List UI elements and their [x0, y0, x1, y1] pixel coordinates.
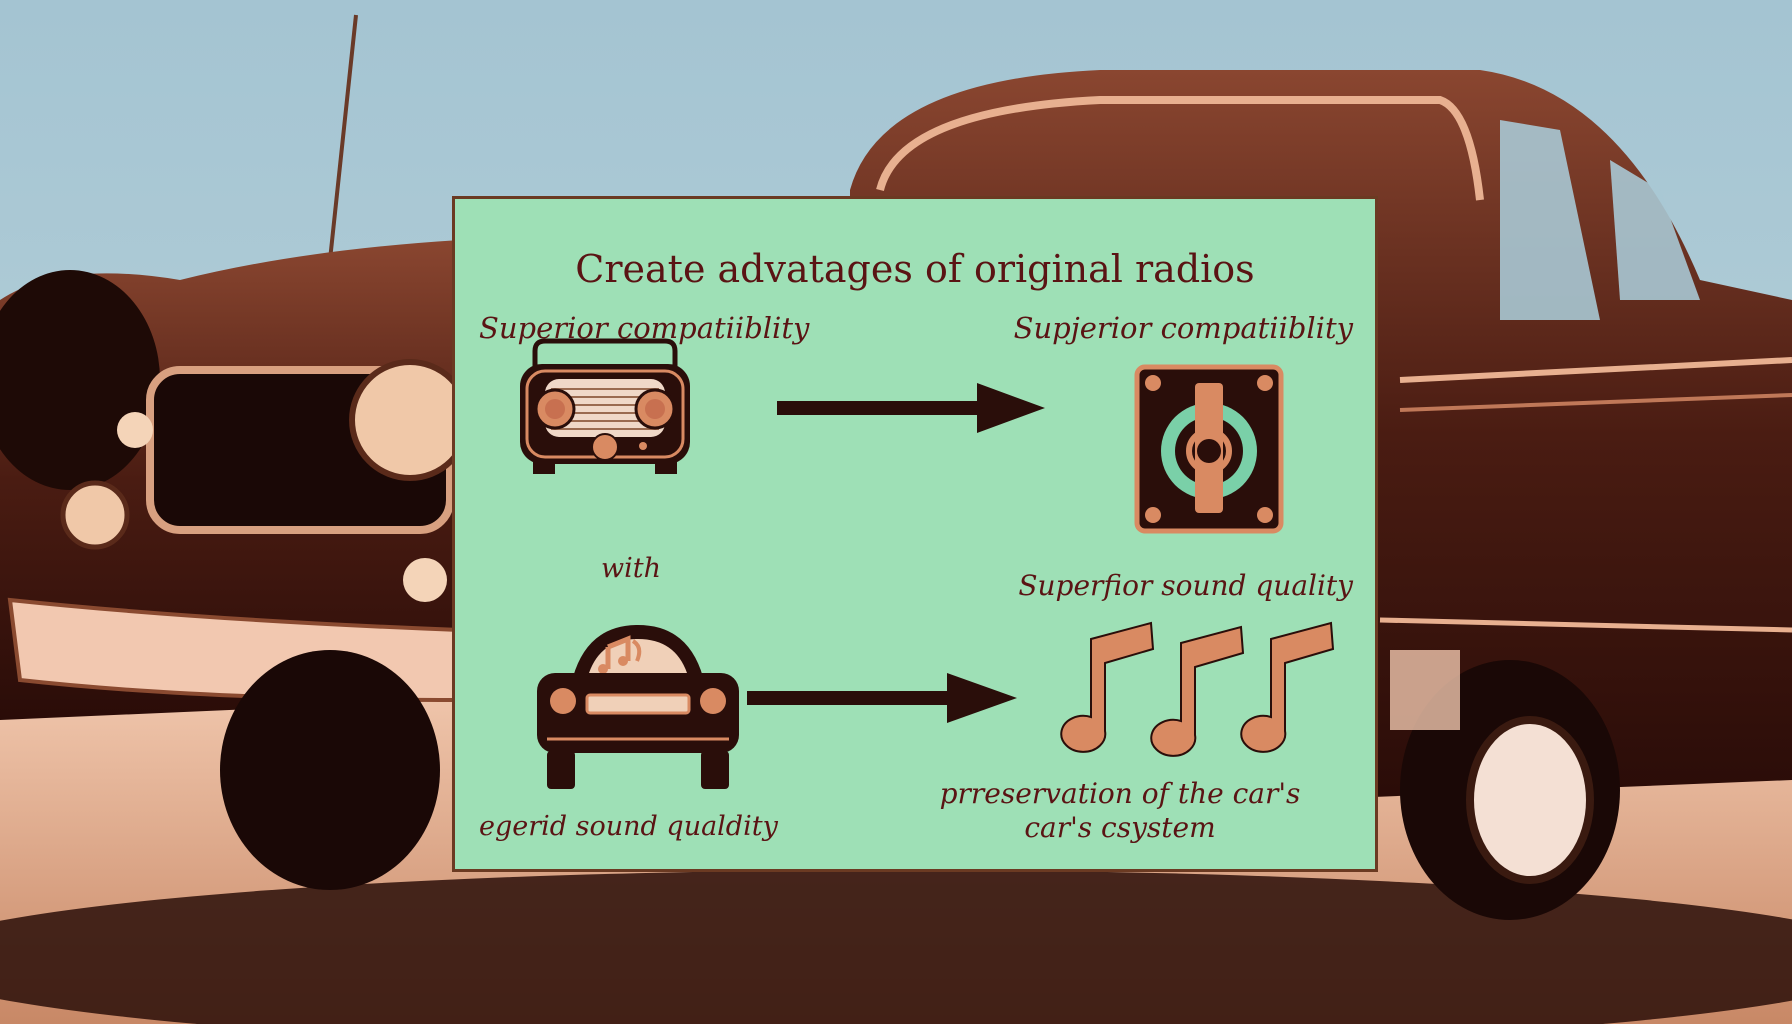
label-middle-left: with [601, 553, 661, 584]
label-bottom-right: prreservation of the car's car's csystem [930, 777, 1310, 844]
label-bottom-right-line2: car's csystem [1024, 810, 1216, 844]
arrow-right-icon [777, 383, 1045, 433]
music-notes-icon [1060, 621, 1335, 757]
vintage-radio-icon [520, 338, 690, 474]
diagram-title: Create advatages of original radios [575, 247, 1255, 291]
label-bottom-right-line1: prreservation of the car's [939, 777, 1301, 810]
label-bottom-left: egerid sound qualdity [479, 811, 778, 842]
arrow-right-icon [747, 673, 1017, 723]
speaker-icon [1134, 364, 1284, 534]
label-middle-right: Superfior sound quality [1018, 569, 1353, 602]
label-top-right: Supjerior compatiiblity [1013, 311, 1353, 345]
diagram-panel: Create advatages of original radios Supe… [452, 196, 1378, 872]
car-front-icon [537, 625, 739, 789]
